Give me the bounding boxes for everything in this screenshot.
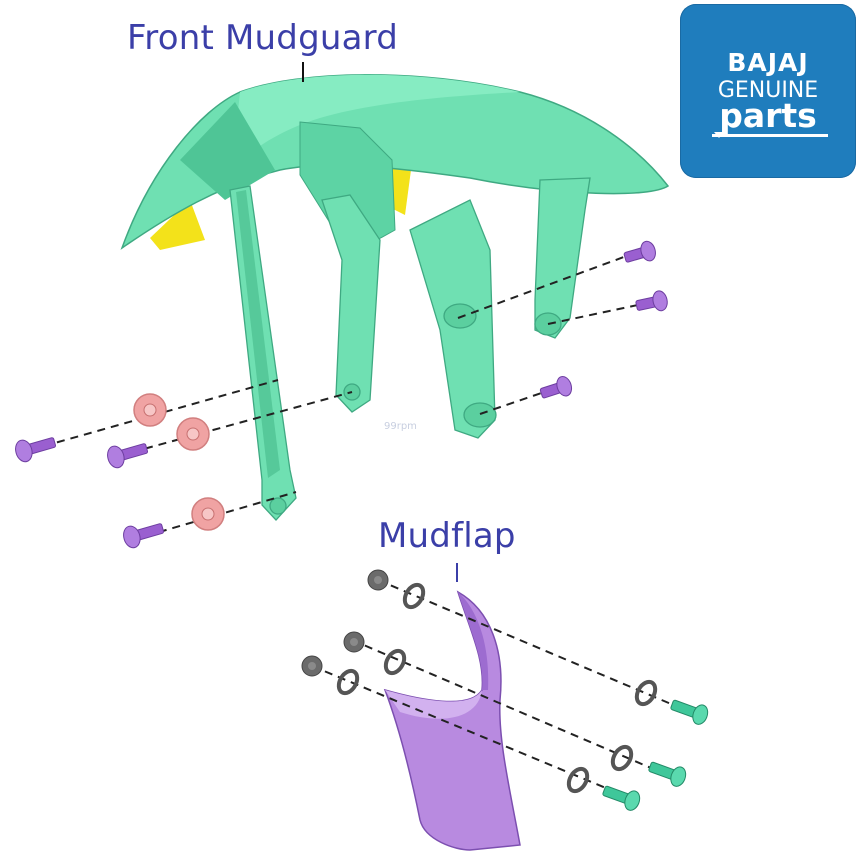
nut-gray-3 — [301, 655, 323, 677]
mudguard-washers — [133, 393, 225, 531]
bolt-purple-1 — [15, 437, 57, 463]
ring-washer-5 — [610, 744, 634, 772]
washer-pink-2 — [176, 417, 210, 451]
mudguard-right-inner-upper-hole — [443, 303, 477, 329]
logo-parts: parts — [719, 96, 817, 135]
mudflap-highlight — [385, 690, 482, 719]
mudguard-right-leg — [534, 177, 591, 339]
mudguard-shell-highlight — [232, 74, 520, 170]
mudguard-left-inner-leg — [321, 194, 381, 413]
mudguard-left-leg-shade — [236, 190, 280, 478]
mudguard-bolts-left — [15, 437, 165, 549]
mudflap-nuts — [301, 569, 389, 677]
mudguard-bolts-right — [539, 240, 668, 399]
bolt-green-3 — [602, 785, 641, 811]
bolt-green-2 — [648, 761, 687, 787]
washer-pink-1 — [133, 393, 167, 427]
ring-washer-3 — [336, 668, 360, 696]
nut-gray-2 — [343, 631, 365, 653]
bolt-green-1 — [670, 699, 709, 725]
mudguard-right-inner-lower-hole — [463, 402, 497, 428]
bolt-purple-5 — [635, 290, 668, 312]
mudguard-left-leg-hole — [269, 497, 287, 515]
mudflap-bolts — [602, 699, 709, 811]
mudguard-yellow-inner-left — [150, 200, 205, 250]
bolt-purple-3 — [123, 523, 165, 549]
logo-brand: BAJAJ — [727, 48, 809, 77]
bolt-purple-2 — [107, 443, 149, 469]
washer-pink-3 — [191, 497, 225, 531]
mudguard-center-bracket — [299, 121, 396, 256]
bajaj-genuine-parts-logo: BAJAJ GENUINE parts — [680, 4, 856, 178]
nut-gray-1 — [367, 569, 389, 591]
logo-genuine: GENUINE — [717, 78, 819, 103]
bolt-purple-4 — [623, 240, 656, 263]
bolt-purple-6 — [539, 375, 573, 399]
mudflap-ring-washers — [336, 582, 658, 794]
ring-washer-4 — [634, 679, 658, 707]
logo-tick-icon — [714, 132, 724, 138]
mudflap-ridge — [458, 592, 489, 690]
front-mudguard-label: Front Mudguard — [127, 18, 398, 58]
front-mudguard-part — [120, 74, 670, 521]
ring-washer-2 — [383, 648, 407, 676]
ring-washer-6 — [566, 766, 590, 794]
ring-washer-1 — [402, 582, 426, 610]
mudflap-part — [383, 590, 521, 851]
mudguard-side-shadow — [180, 102, 275, 200]
logo-underline — [712, 134, 828, 137]
mudflap-label: Mudflap — [378, 516, 516, 556]
watermark-text: 99rpm — [384, 421, 417, 432]
